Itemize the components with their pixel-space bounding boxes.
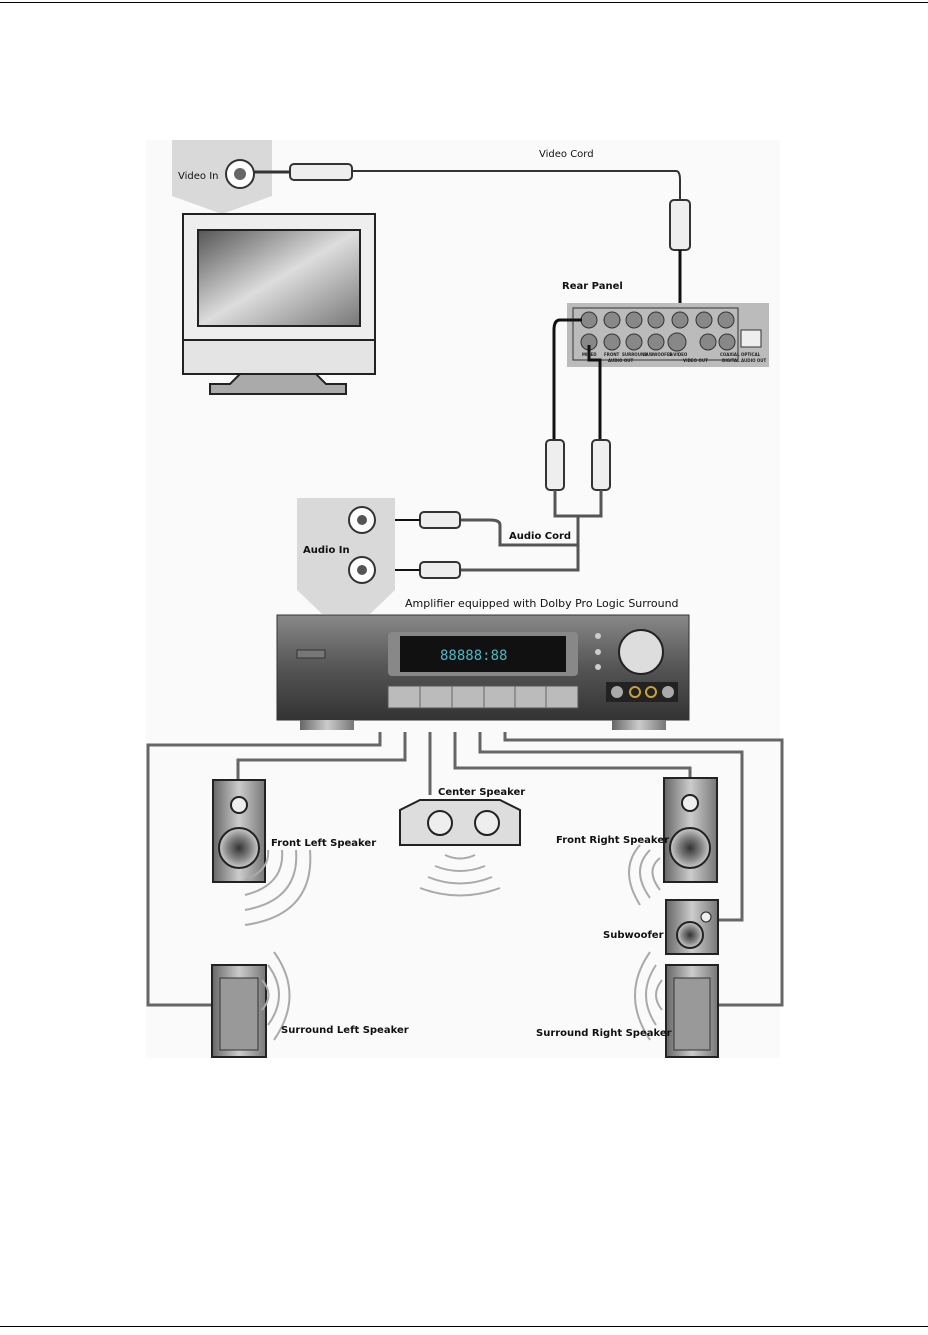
subwoofer-label: Subwoofer xyxy=(603,930,664,941)
surround-right-speaker: Surround Right Speaker xyxy=(536,951,719,1058)
front-right-label: Front Right Speaker xyxy=(556,835,669,846)
video-cord-label: Video Cord xyxy=(539,149,594,160)
center-speaker-label: Center Speaker xyxy=(438,787,525,798)
front-label: FRONT xyxy=(604,352,620,357)
rear-panel-label: Rear Panel xyxy=(562,281,623,292)
surround-right-label: Surround Right Speaker xyxy=(536,1028,672,1039)
amp-display: 88888:88 xyxy=(440,648,507,664)
speaker-wires xyxy=(146,732,784,1007)
amplifier-label: Amplifier equipped with Dolby Pro Logic … xyxy=(405,597,679,610)
front-right-speaker: Front Right Speaker xyxy=(556,777,718,906)
audio-in-label: Audio In xyxy=(303,545,350,556)
digital-audio-out-label: DIGITAL AUDIO OUT xyxy=(722,358,767,363)
front-left-label: Front Left Speaker xyxy=(271,838,376,849)
subwoofer: Subwoofer xyxy=(603,899,719,955)
audio-cord: Audio Cord xyxy=(374,318,611,579)
subwoofer-jack-label: SUBWOOFER xyxy=(644,352,673,357)
audio-out-label: AUDIO OUT xyxy=(608,358,633,363)
surround-left-speaker: Surround Left Speaker xyxy=(211,951,409,1058)
coaxial-label: COAXIAL xyxy=(720,352,740,357)
video-cord: Video Cord xyxy=(254,149,691,318)
optical-label: OPTICAL xyxy=(741,352,761,357)
video-in-callout: Video In xyxy=(172,140,272,214)
audio-in-callout: Audio In xyxy=(297,498,395,614)
amplifier: Amplifier equipped with Dolby Pro Logic … xyxy=(276,597,690,730)
rear-panel: Rear Panel MIXED FRONT SURROUND SUBWOOFE… xyxy=(562,281,769,367)
bottom-rule xyxy=(0,1326,928,1327)
audio-cord-label: Audio Cord xyxy=(509,531,571,542)
video-in-label: Video In xyxy=(178,171,218,182)
s-video-label: S-VIDEO xyxy=(669,352,688,357)
top-rule xyxy=(0,2,928,3)
volume-knob xyxy=(618,629,664,675)
center-speaker: Center Speaker xyxy=(399,787,525,897)
video-out-label: VIDEO OUT xyxy=(683,358,708,363)
front-left-speaker: Front Left Speaker xyxy=(212,779,376,926)
tv xyxy=(182,213,376,395)
surround-left-label: Surround Left Speaker xyxy=(281,1025,409,1036)
surround-label: SURROUND xyxy=(622,352,648,357)
